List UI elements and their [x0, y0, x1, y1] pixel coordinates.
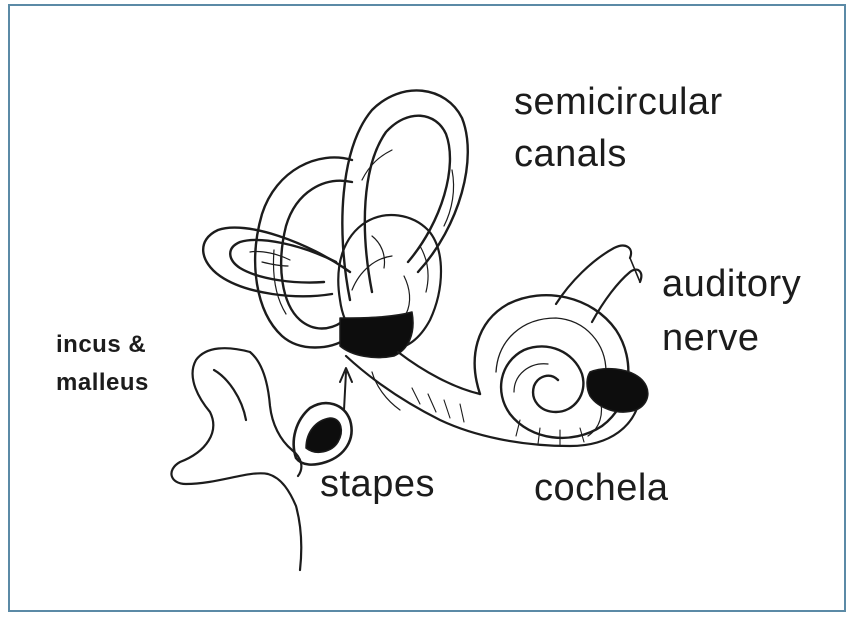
auditory-nerve	[556, 246, 648, 412]
auditory-nerve-label-line2: nerve	[662, 316, 760, 360]
incus-malleus-label-line2: malleus	[56, 366, 149, 400]
semicircular-canals-label-line2: canals	[514, 132, 627, 176]
stapes-label: stapes	[320, 462, 435, 506]
incus-malleus-bone	[171, 348, 301, 570]
auditory-nerve-label-line1: auditory	[662, 262, 801, 306]
stapes-bone	[294, 368, 352, 465]
incus-malleus-label-line1: incus &	[56, 328, 146, 362]
superior-canal	[342, 90, 467, 300]
lateral-canal	[203, 228, 350, 297]
cochlea-label: cochela	[534, 466, 668, 510]
semicircular-canals-label-line1: semicircular	[514, 80, 723, 124]
